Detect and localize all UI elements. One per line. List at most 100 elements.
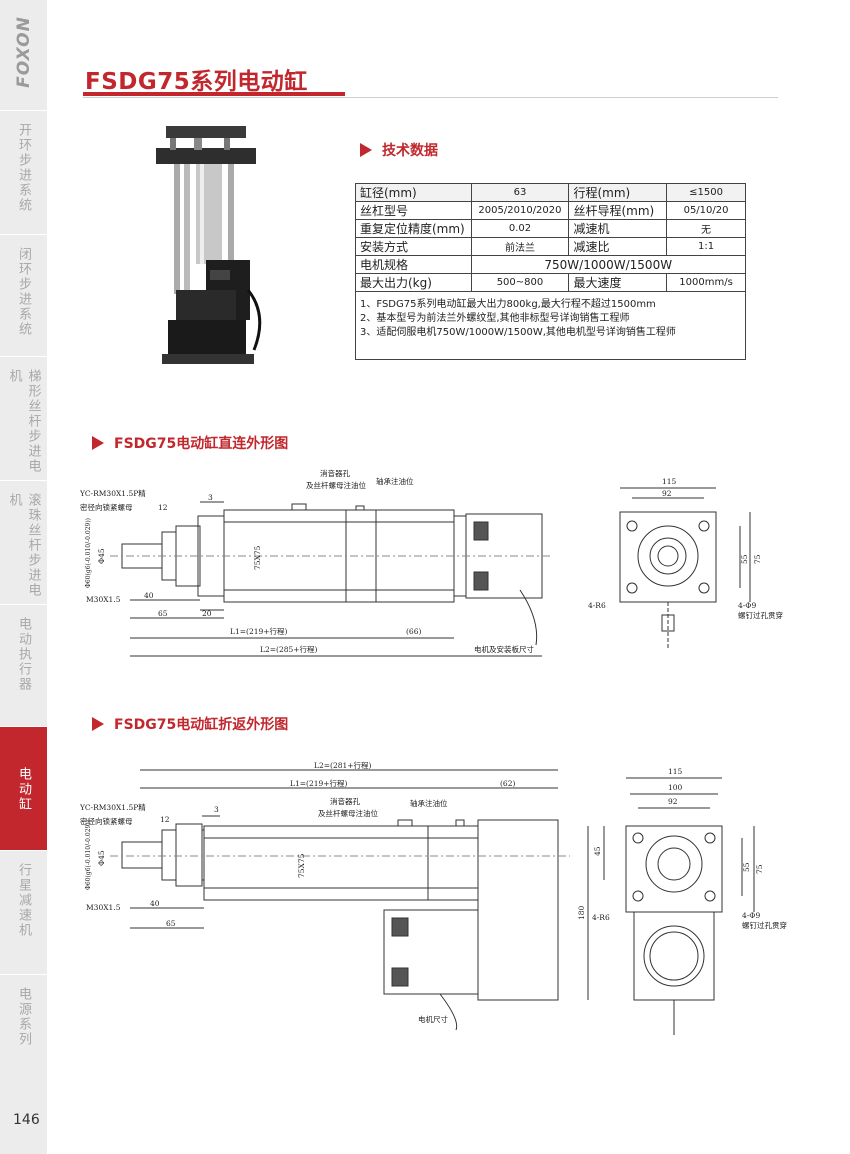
label-muffler: 消音器孔 (330, 796, 360, 806)
table-cell: 500~800 (470, 273, 570, 292)
page-title: FSDG75系列电动缸 (85, 69, 308, 95)
label-bearing-oil: 轴承注油位 (376, 476, 414, 486)
page-number: 146 (13, 1112, 40, 1128)
dim-55: 55 (742, 862, 751, 872)
label-thread: M30X1.5 (86, 595, 121, 604)
sidebar-item-power-supply[interactable]: 电源系列 (0, 974, 47, 1094)
sidebar: FOXON 开环步进系统 闭环步进系统 梯形丝杆步进电机 滚珠丝杆步进电机 电动… (0, 0, 47, 1154)
title-rule (83, 97, 778, 98)
sidebar-item-ball-screw-motor[interactable]: 滚珠丝杆步进电机 (0, 480, 47, 604)
table-row: 丝杠型号 2005/2010/2020 丝杆导程(mm) 05/10/20 (355, 201, 746, 220)
dim-180: 180 (577, 905, 586, 920)
table-cell: 前法兰 (470, 237, 570, 256)
table-row: 安装方式 前法兰 减速比 1:1 (355, 237, 746, 256)
table-cell: 减速机 (568, 219, 668, 238)
dim-92: 92 (662, 489, 672, 498)
table-cell: 重复定位精度(mm) (355, 219, 472, 238)
dim-62: (62) (500, 779, 515, 788)
dim-l1: L1=(219+行程) (290, 778, 348, 788)
label-phi45: Φ45 (97, 850, 106, 866)
dim-66: (66) (406, 627, 421, 636)
table-cell: 行程(mm) (568, 183, 668, 202)
label-square: 75X75 (253, 545, 262, 570)
arrow-right-icon (92, 717, 104, 731)
dim-100: 100 (668, 783, 683, 792)
dim-75: 75 (753, 554, 762, 564)
sidebar-item-planetary-reducer[interactable]: 行星减速机 (0, 850, 47, 974)
label-muffler-2: 及丝杆螺母注油位 (318, 808, 378, 818)
sidebar-item-label: 梯形丝杆步进电机 (6, 369, 41, 474)
sidebar-item-label: 电动缸 (16, 767, 31, 812)
table-cell: 最大出力(kg) (355, 273, 472, 292)
sidebar-item-open-loop-stepper[interactable]: 开环步进系统 (0, 110, 47, 234)
table-cell: 05/10/20 (666, 201, 746, 220)
dim-65: 65 (158, 609, 168, 618)
sidebar-item-label: 电源系列 (16, 987, 31, 1047)
product-photo (156, 126, 262, 364)
sidebar-item-label: 行星减速机 (16, 863, 31, 938)
sidebar-item-electric-cylinder[interactable]: 电动缸 (0, 726, 47, 850)
table-row: 缸径(mm) 63 行程(mm) ≤1500 (355, 183, 746, 202)
label-nut: YC-RM30X1.5P精 (80, 488, 146, 498)
table-cell: 750W/1000W/1500W (470, 255, 746, 274)
table-cell: 丝杠型号 (355, 201, 472, 220)
dim-45: 45 (593, 846, 602, 856)
notes-cell: 1、FSDG75系列电动缸最大出力800kg,最大行程不超过1500mm 2、基… (355, 291, 746, 360)
label-motor-size: 电机尺寸 (418, 1014, 448, 1024)
table-cell: 无 (666, 219, 746, 238)
dim-3: 3 (214, 805, 219, 814)
sidebar-item-electric-actuator[interactable]: 电动执行器 (0, 604, 47, 726)
label-phi45: Φ45 (97, 548, 106, 564)
note-line: 2、基本型号为前法兰外螺纹型,其他非标型号详询销售工程师 (360, 313, 630, 324)
sidebar-item-trapezoidal-screw-motor[interactable]: 梯形丝杆步进电机 (0, 356, 47, 480)
arrow-right-icon (360, 143, 372, 157)
sidebar-item-label: 滚珠丝杆步进电机 (6, 493, 41, 598)
dim-115: 115 (662, 477, 677, 486)
dim-l2: L2=(281+行程) (314, 760, 372, 770)
label-nut-2: 密径向锁紧螺母 (80, 502, 133, 512)
label-phi60: Φ60(g6(-0.010/-0.029)) (85, 518, 92, 588)
table-cell: ≤1500 (666, 183, 746, 202)
label-holes: 4-Φ9 (742, 911, 760, 920)
label-thread: M30X1.5 (86, 903, 121, 912)
sidebar-item-closed-loop-stepper[interactable]: 闭环步进系统 (0, 234, 47, 356)
drawing2-folded-outline: YC-RM30X1.5P精 密径向锁紧螺母 消音器孔 及丝杆螺母注油位 轴承注油… (80, 760, 787, 1035)
title-underline (83, 92, 345, 96)
dim-l2: L2=(285+行程) (260, 644, 318, 654)
label-holes-2: 螺钉过孔贯穿 (738, 610, 783, 620)
dim-92: 92 (668, 797, 678, 806)
dim-3: 3 (208, 493, 213, 502)
tech-data-heading: 技术数据 (360, 140, 438, 160)
label-muffler-2: 及丝杆螺母注油位 (306, 480, 366, 490)
dim-12: 12 (160, 815, 170, 824)
label-r6: 4-R6 (592, 913, 610, 922)
dim-115: 115 (668, 767, 683, 776)
table-row: 电机规格 750W/1000W/1500W (355, 255, 746, 274)
drawing1-direct-outline: YC-RM30X1.5P精 密径向锁紧螺母 消音器孔 及丝杆螺母注油位 轴承注油… (80, 468, 783, 657)
dim-75: 75 (755, 864, 764, 874)
dim-40: 40 (144, 591, 154, 600)
label-nut-2: 密径向锁紧螺母 (80, 816, 133, 826)
dim-55: 55 (740, 554, 749, 564)
drawing1-heading: FSDG75电动缸直连外形图 (92, 433, 288, 453)
label-muffler: 消音器孔 (320, 468, 350, 478)
spec-table: 缸径(mm) 63 行程(mm) ≤1500 丝杠型号 2005/2010/20… (355, 183, 746, 360)
arrow-right-icon (92, 436, 104, 450)
table-cell: 丝杆导程(mm) (568, 201, 668, 220)
label-square: 75X75 (297, 853, 306, 878)
label-holes-2: 螺钉过孔贯穿 (742, 920, 787, 930)
table-cell: 最大速度 (568, 273, 668, 292)
dim-12: 12 (158, 503, 168, 512)
label-phi60: Φ60(g6(-0.010/-0.029)) (85, 820, 92, 890)
table-cell: 1:1 (666, 237, 746, 256)
sidebar-item-label: 开环步进系统 (16, 123, 31, 213)
table-cell: 缸径(mm) (355, 183, 472, 202)
table-row: 重复定位精度(mm) 0.02 减速机 无 (355, 219, 746, 238)
dim-l1: L1=(219+行程) (230, 626, 288, 636)
table-row: 最大出力(kg) 500~800 最大速度 1000mm/s (355, 273, 746, 292)
note-line: 3、适配伺服电机750W/1000W/1500W,其他电机型号详询销售工程师 (360, 327, 676, 338)
dim-20: 20 (202, 609, 212, 618)
brand-logo: FOXON (13, 16, 34, 88)
table-cell: 63 (470, 183, 570, 202)
label-r6: 4-R6 (588, 601, 606, 610)
